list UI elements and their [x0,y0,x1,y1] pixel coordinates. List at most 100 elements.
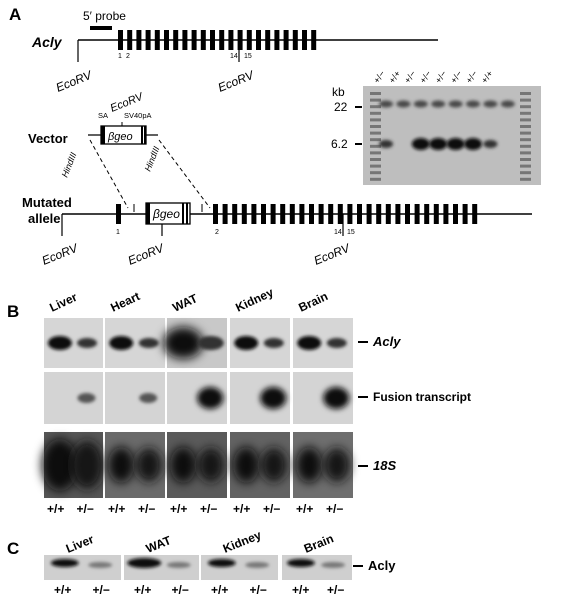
blot-unit-label: kb [332,85,345,99]
blot-lane-label-5: +/− [433,69,449,85]
ladder-band [520,138,531,142]
band-18s-wt [296,447,323,483]
row-label-acly: Acly [372,334,401,349]
wt-exon-13 [228,30,234,50]
band-acly-het [263,338,284,348]
exon-15-label: 15 [244,53,252,60]
band-22kb [483,100,498,108]
exon-14-label: 14 [230,53,238,60]
ladder-band [520,177,531,181]
mutated-label-line1: Mutated [22,195,72,210]
mut-exon-4 [241,204,247,224]
ladder-band [520,92,531,95]
band-fusion-het [260,387,287,409]
ladder-band [520,171,531,175]
band-6-2kb [483,140,498,148]
mut-exon-2 [222,204,228,224]
mut-exon-10 [299,204,305,224]
wt-exon-6 [164,30,169,50]
band-18s-het [71,441,104,489]
sa-label: SA [98,111,108,120]
ladder-band [520,131,531,135]
mut-exon-1 [213,204,218,224]
panel-b-genotype-labels: +/++/−+/++/−+/++/−+/++/−+/++/− [47,502,343,516]
mut-exon-25 [443,204,449,224]
band-22kb [500,100,515,108]
band-6-2kb [379,140,393,148]
ladder-band [370,125,381,128]
ecorv-label-mut-3: EcoRV [312,241,353,268]
panel-c-label: C [7,539,19,558]
mut-exon-14-label: 14 [334,229,342,236]
ladder-band [370,171,381,175]
band-fusion-het [139,393,158,403]
vector-bgeo: βgeo [107,131,133,143]
panel-b-tissue-heart: Heart [108,289,142,315]
ecorv-label-2: EcoRV [216,68,257,95]
band-22kb [413,100,428,108]
band-22kb [466,100,480,108]
panel-c-genotype-label: +/− [172,583,189,597]
panel-b-genotype-label: +/+ [47,502,64,516]
panel-a-label: A [9,5,21,24]
mut-exon-15 [347,204,353,224]
panel-b-blots [41,318,353,498]
mut-exon-13 [328,204,334,224]
wt-exon-3 [136,30,142,50]
probe-label: 5′ probe [83,9,126,23]
band-18s-het [135,448,162,482]
mut-exon-20 [395,204,401,224]
vector-label: Vector [28,131,68,146]
band-acly-protein-wt [127,558,162,568]
ecorv-label-mut-1: EcoRV [40,241,81,268]
band-acly-wt [109,336,134,350]
panel-b-tissue-liver: Liver [47,290,79,315]
band-acly-het [326,338,347,348]
wt-exon-16 [256,30,261,50]
panel-c-genotype-label: +/+ [134,583,151,597]
panel-c-blot-box [282,555,352,580]
blot-bands [379,100,515,150]
panel-b-label: B [7,302,19,321]
ladder-band [520,111,531,115]
blot-lane-label-6: +/− [448,69,464,85]
panel-b-genotype-label: +/+ [108,502,125,516]
mut-exon-8 [280,204,286,224]
ecorv-label-mut-2: EcoRV [126,241,167,268]
ladder-band [520,118,531,122]
exon-1-label: 1 [118,53,122,60]
panel-c-blot-box [44,555,121,580]
hindiii-label-2: HindIII [143,144,162,172]
ladder-band [370,111,381,115]
ladder-band [370,158,381,161]
probe-bar [90,26,112,30]
band-acly-protein-wt [50,559,79,567]
sv40pa-label: SV40pA [124,111,152,120]
size-marker-6-2: 6.2 [331,137,348,151]
wt-exon-15 [246,30,252,50]
row-tick-18s [358,465,368,467]
band-18s-het [197,448,224,482]
panel-b-tissue-brain: Brain [296,289,330,315]
panel-c-genotype-label: +/− [327,583,344,597]
mut-exon-24 [433,204,439,224]
ladder-band [520,125,531,128]
panel-c-genotype-label: +/− [250,583,267,597]
southern-blot [363,86,541,185]
mut-exon-11 [309,204,314,224]
ladder-band [370,105,381,109]
mut-exon-1-label: 1 [116,229,120,236]
exon-2-label: 2 [126,53,130,60]
band-acly-het [138,338,159,348]
panel-b-tissue-wat: WAT [170,291,200,315]
wt-exon-20 [292,30,298,50]
mut-exon-15-label: 15 [347,229,355,236]
panel-b-genotype-label: +/− [77,502,94,516]
panel-c-genotype-labels: +/++/−+/++/−+/++/−+/++/− [54,583,344,597]
band-acly-het [197,336,224,350]
panel-c-genotype-label: +/+ [54,583,71,597]
blot-lane-label-8: +/+ [479,69,495,85]
mut-exon-28 [472,204,478,224]
band-18s-wt [170,447,197,483]
band-6-2kb [429,138,448,150]
